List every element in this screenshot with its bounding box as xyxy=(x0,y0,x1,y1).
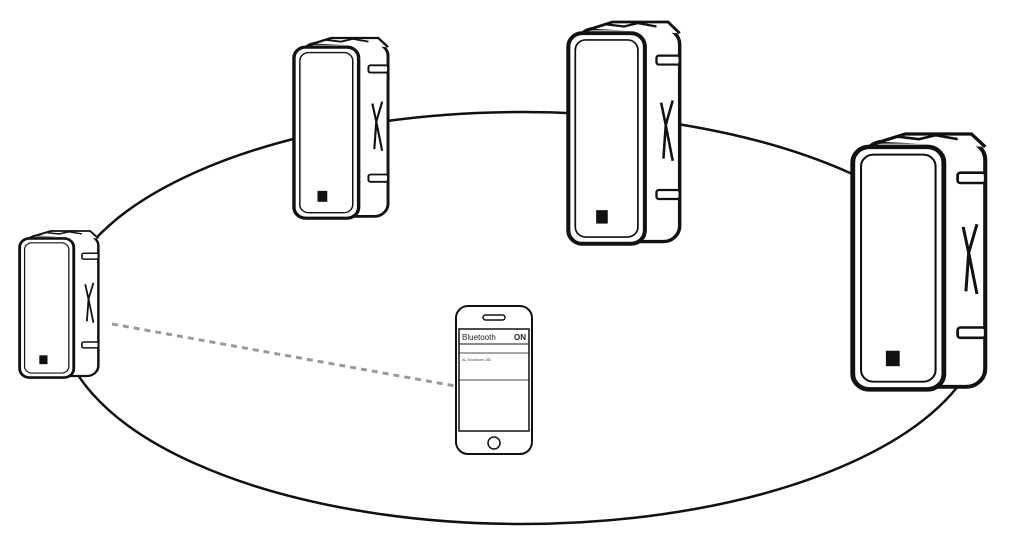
bluetooth-setting-row[interactable]: Bluetooth ON xyxy=(459,330,529,344)
speaker-back-left xyxy=(292,36,390,220)
phone-screen-content: Bluetooth ON AL Stockholm 280 xyxy=(459,330,529,363)
paired-device-item[interactable]: AL Stockholm 280 xyxy=(462,358,492,362)
speaker-back-right xyxy=(568,22,679,244)
bluetooth-toggle[interactable]: ON xyxy=(514,332,526,342)
phone-home-button xyxy=(487,436,501,450)
speaker-right xyxy=(853,134,985,389)
connection-line xyxy=(111,322,456,388)
speaker-left xyxy=(18,229,100,379)
bluetooth-label: Bluetooth xyxy=(462,332,496,342)
smartphone xyxy=(455,305,533,455)
phone-speaker-slot xyxy=(482,314,506,321)
